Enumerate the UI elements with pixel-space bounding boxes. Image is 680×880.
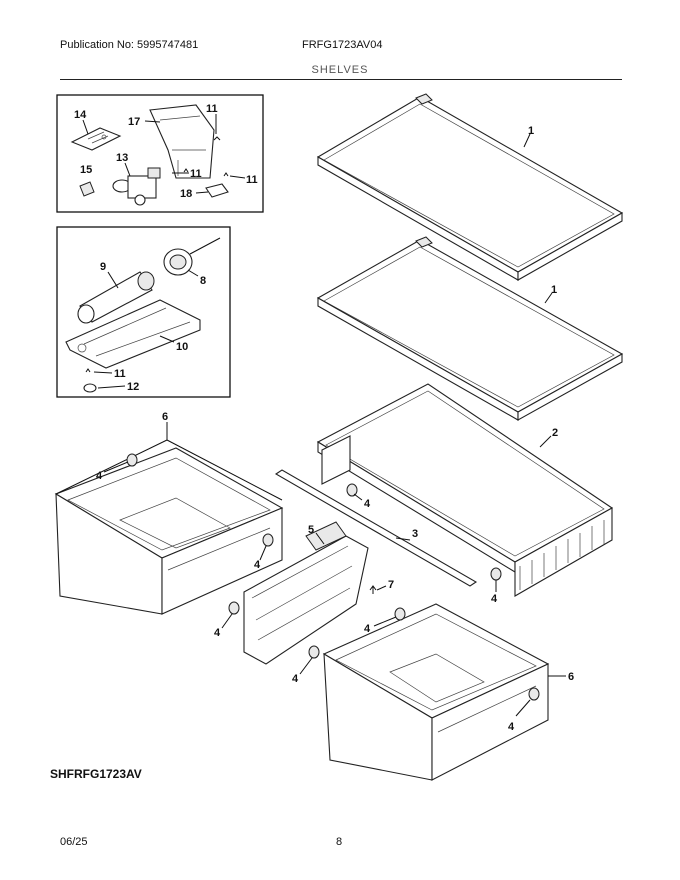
trim-strip: [274, 469, 478, 587]
publication-number: Publication No: 5995747481: [60, 39, 199, 51]
divider-part: [243, 521, 369, 665]
clip-part: [83, 383, 97, 393]
callout-11-b: 11: [190, 168, 202, 180]
cover-part: [149, 104, 215, 179]
glide-part: [126, 453, 540, 701]
filter-head-part: [163, 237, 221, 276]
screw-glyph: [213, 136, 221, 141]
water-filter-inset: 9 8 10 11 12: [56, 226, 231, 398]
callout-14: 14: [74, 109, 87, 121]
callout-10: 10: [176, 341, 188, 353]
valve-part: [112, 167, 161, 206]
crisper-cover: [316, 383, 614, 597]
callout-4-g: 4: [364, 623, 371, 635]
screw-glyph: [223, 172, 229, 177]
screw-glyph: [85, 368, 91, 373]
screw-glyph: [183, 168, 189, 173]
crisper-pan-right: [322, 603, 550, 781]
model-number: FRFG1723AV04: [302, 39, 383, 51]
callout-11-d: 11: [114, 368, 126, 380]
cap-part: [79, 181, 95, 197]
callout-4-e: 4: [214, 627, 221, 639]
callout-5: 5: [308, 524, 314, 536]
glass-shelf-upper: [316, 93, 624, 281]
header-rule: [60, 79, 622, 80]
callout-1-middle: 1: [551, 284, 557, 296]
page-number: 8: [336, 836, 343, 848]
crisper-pan-left: [54, 447, 284, 615]
callout-11-a: 11: [206, 103, 218, 115]
callout-4-f: 4: [292, 673, 299, 685]
callout-7: 7: [388, 579, 394, 591]
section-title: SHELVES: [311, 64, 369, 76]
callout-12: 12: [127, 381, 139, 393]
tube-clip-part: [205, 183, 229, 198]
filter-cartridge-part: [77, 271, 155, 324]
callout-8: 8: [200, 275, 206, 287]
callout-17: 17: [128, 116, 140, 128]
callout-4-c: 4: [364, 498, 371, 510]
callout-4-b: 4: [254, 559, 261, 571]
callout-4-d: 4: [491, 593, 498, 605]
filter-housing-part: [65, 299, 201, 369]
callout-13: 13: [116, 152, 128, 164]
callout-2: 2: [552, 427, 558, 439]
callout-6-right: 6: [568, 671, 574, 683]
callout-11-c: 11: [246, 174, 258, 186]
callout-9: 9: [100, 261, 106, 273]
glass-shelf-middle: [316, 236, 624, 421]
callout-18: 18: [180, 188, 192, 200]
callout-15: 15: [80, 164, 92, 176]
screw-glyph: [369, 585, 377, 594]
callout-6-left: 6: [162, 411, 168, 423]
valve-assembly-inset: 14 17 11 13 11 11 15 18: [56, 94, 264, 213]
callout-4-a: 4: [96, 470, 103, 482]
diagram-code: SHFRFG1723AV: [50, 767, 142, 781]
bracket-part: [70, 127, 122, 151]
footer-date: 06/25: [60, 836, 88, 848]
callout-3: 3: [412, 528, 418, 540]
callout-4-h: 4: [508, 721, 515, 733]
callout-1-upper: 1: [528, 125, 534, 137]
